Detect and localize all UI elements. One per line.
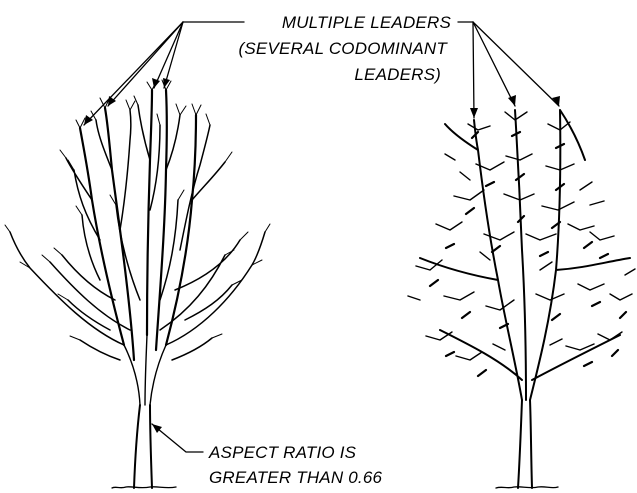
callout-aspect-ratio-line-2: GREATER THAN 0.66: [209, 468, 382, 487]
callout-line-right-2: [473, 22, 515, 106]
left-tree-leader-4: [156, 90, 167, 350]
left-tree-leader-3: [147, 90, 152, 335]
left-tree: [5, 80, 270, 488]
arrowhead-left-4: [163, 78, 170, 88]
right-tree-leaders: [420, 110, 630, 400]
arrowhead-right-2: [508, 95, 516, 106]
callout-multiple-leaders-line-2: (SEVERAL CODOMINANT: [239, 39, 449, 58]
left-tree-branches: [10, 105, 265, 360]
callout-line-right-3: [473, 22, 559, 106]
right-tree-trunk: [518, 400, 532, 488]
left-tree-twigs: [5, 80, 270, 340]
callout-multiple-leaders-line-1: MULTIPLE LEADERS: [282, 13, 452, 32]
aspect-ratio-callout: ASPECT RATIO IS GREATER THAN 0.66: [208, 443, 382, 487]
arrowhead-right-1: [470, 108, 478, 118]
left-tree-trunk-inner: [124, 335, 166, 405]
left-tree-trunk: [134, 405, 152, 488]
callout-aspect-ratio-line-1: ASPECT RATIO IS: [208, 443, 357, 462]
left-ground-line: [112, 487, 176, 488]
callout-arrowheads: [84, 78, 560, 433]
callout-line-left-2: [108, 22, 183, 106]
callout-line-left-3: [154, 22, 183, 88]
right-ground-line: [496, 487, 558, 488]
callout-multiple-leaders-line-3: LEADERS): [354, 65, 441, 84]
left-tree-leader-5: [166, 115, 196, 345]
multiple-leaders-callout: MULTIPLE LEADERS (SEVERAL CODOMINANT LEA…: [239, 13, 452, 84]
callout-line-right-1: [473, 22, 474, 118]
right-tree: [408, 110, 635, 488]
